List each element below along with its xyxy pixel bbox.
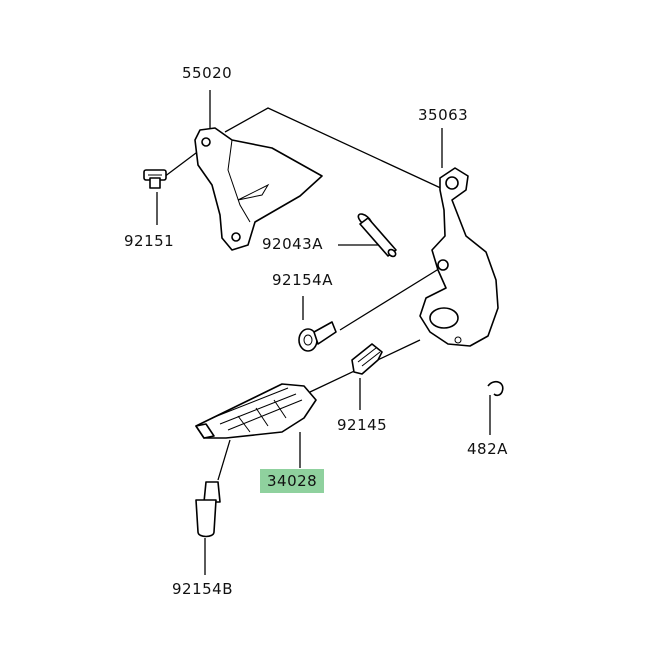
clip-part bbox=[487, 380, 504, 397]
part-number-label: 92043A bbox=[262, 235, 323, 253]
part-number-label: 92145 bbox=[337, 416, 388, 434]
part-number-label: 92154B bbox=[172, 580, 234, 598]
bolt-mid-part bbox=[298, 321, 337, 352]
lever-part bbox=[419, 167, 499, 347]
part-number-label: 482A bbox=[467, 440, 508, 458]
leader-lines bbox=[156, 90, 491, 575]
part-number-label-highlighted[interactable]: 34028 bbox=[260, 469, 325, 493]
footpeg-part bbox=[195, 383, 317, 439]
spring-part bbox=[351, 343, 383, 375]
part-number-label: 55020 bbox=[182, 64, 233, 82]
bracket-part bbox=[194, 127, 323, 251]
pin-part bbox=[357, 213, 397, 258]
part-number-label: 92151 bbox=[124, 232, 175, 250]
part-number-label: 35063 bbox=[418, 106, 469, 124]
part-number-label: 92154A bbox=[272, 271, 333, 289]
bolt-top-part bbox=[143, 169, 167, 189]
bolt-bottom-part bbox=[195, 481, 221, 538]
